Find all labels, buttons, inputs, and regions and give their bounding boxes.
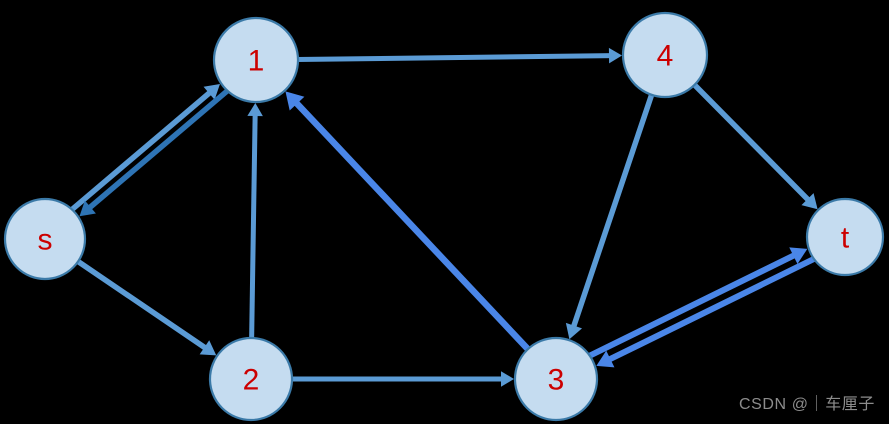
- node-circle-1[interactable]: [212, 16, 300, 104]
- node-s[interactable]: s: [3, 197, 87, 281]
- node-circle-2[interactable]: [208, 336, 294, 422]
- edge-t-to-3: [606, 256, 816, 364]
- edge-s-to-2: [75, 258, 209, 352]
- node-label-t: t: [841, 222, 850, 255]
- arrowhead-s-to-2: [199, 340, 217, 356]
- node-circle-s[interactable]: [3, 197, 87, 281]
- arrowhead-t-to-3: [596, 350, 615, 368]
- node-circle-4[interactable]: [621, 11, 709, 99]
- node-circle-3[interactable]: [513, 336, 599, 422]
- arrowhead-1-to-s: [79, 200, 96, 217]
- node-2[interactable]: 2: [208, 336, 294, 422]
- arrowhead-3-to-1: [285, 91, 305, 111]
- arrowhead-4-to-t: [801, 193, 818, 210]
- arrowhead-1-to-4: [608, 47, 623, 64]
- edge-1-to-s: [86, 88, 230, 211]
- node-label-4: 4: [657, 40, 674, 73]
- node-circle-t[interactable]: [805, 197, 885, 277]
- nodes-layer: s 1 4 2 3 t: [3, 11, 885, 422]
- edge-2-to-1: [249, 113, 258, 340]
- arrowhead-2-to-1: [247, 102, 263, 117]
- edge-1-to-4: [296, 53, 612, 62]
- node-3[interactable]: 3: [513, 336, 599, 422]
- edge-4-to-3: [570, 92, 655, 330]
- edge-3-to-1: [292, 98, 531, 353]
- node-4[interactable]: 4: [621, 11, 709, 99]
- node-label-s: s: [38, 224, 53, 257]
- arrowhead-3-to-t: [789, 247, 808, 265]
- node-1[interactable]: 1: [212, 16, 300, 104]
- arrowhead-4-to-3: [565, 322, 583, 340]
- node-t[interactable]: t: [805, 197, 885, 277]
- edge-3-to-t: [587, 251, 798, 359]
- arrowhead-s-to-1: [203, 84, 220, 100]
- edges-layer: [69, 47, 818, 387]
- node-label-3: 3: [548, 364, 565, 397]
- node-label-1: 1: [248, 45, 265, 78]
- watermark-text: CSDN @｜车厘子: [738, 396, 875, 413]
- edge-s-to-1: [69, 89, 214, 213]
- edge-4-to-t: [691, 82, 812, 204]
- node-label-2: 2: [243, 364, 260, 397]
- arrowhead-2-to-3: [501, 371, 514, 387]
